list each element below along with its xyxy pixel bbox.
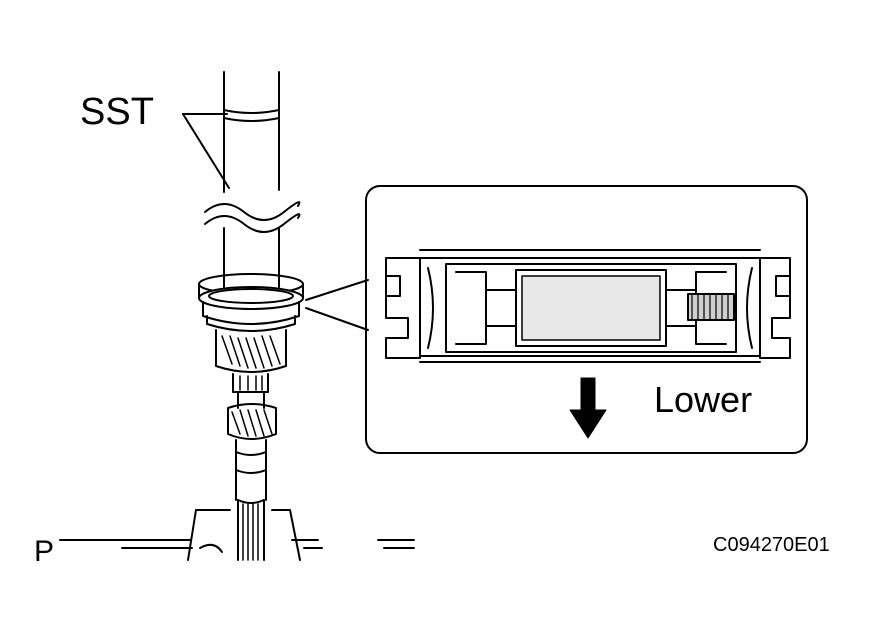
lower-label: Lower: [654, 379, 753, 420]
down-arrow-icon: [569, 377, 607, 439]
input-shaft: [227, 373, 277, 561]
callout-box: [365, 185, 808, 454]
press-fixture: [59, 509, 415, 561]
synchronizer-hub: [198, 273, 304, 373]
callout-connector: [305, 279, 369, 331]
sst-shaft: [204, 71, 301, 293]
sst-leader-lines: [182, 113, 230, 189]
p-label: P: [34, 535, 55, 568]
figure-code: C094270E01: [713, 534, 830, 556]
sst-label: SST: [80, 91, 154, 133]
cross-section: [385, 249, 791, 363]
